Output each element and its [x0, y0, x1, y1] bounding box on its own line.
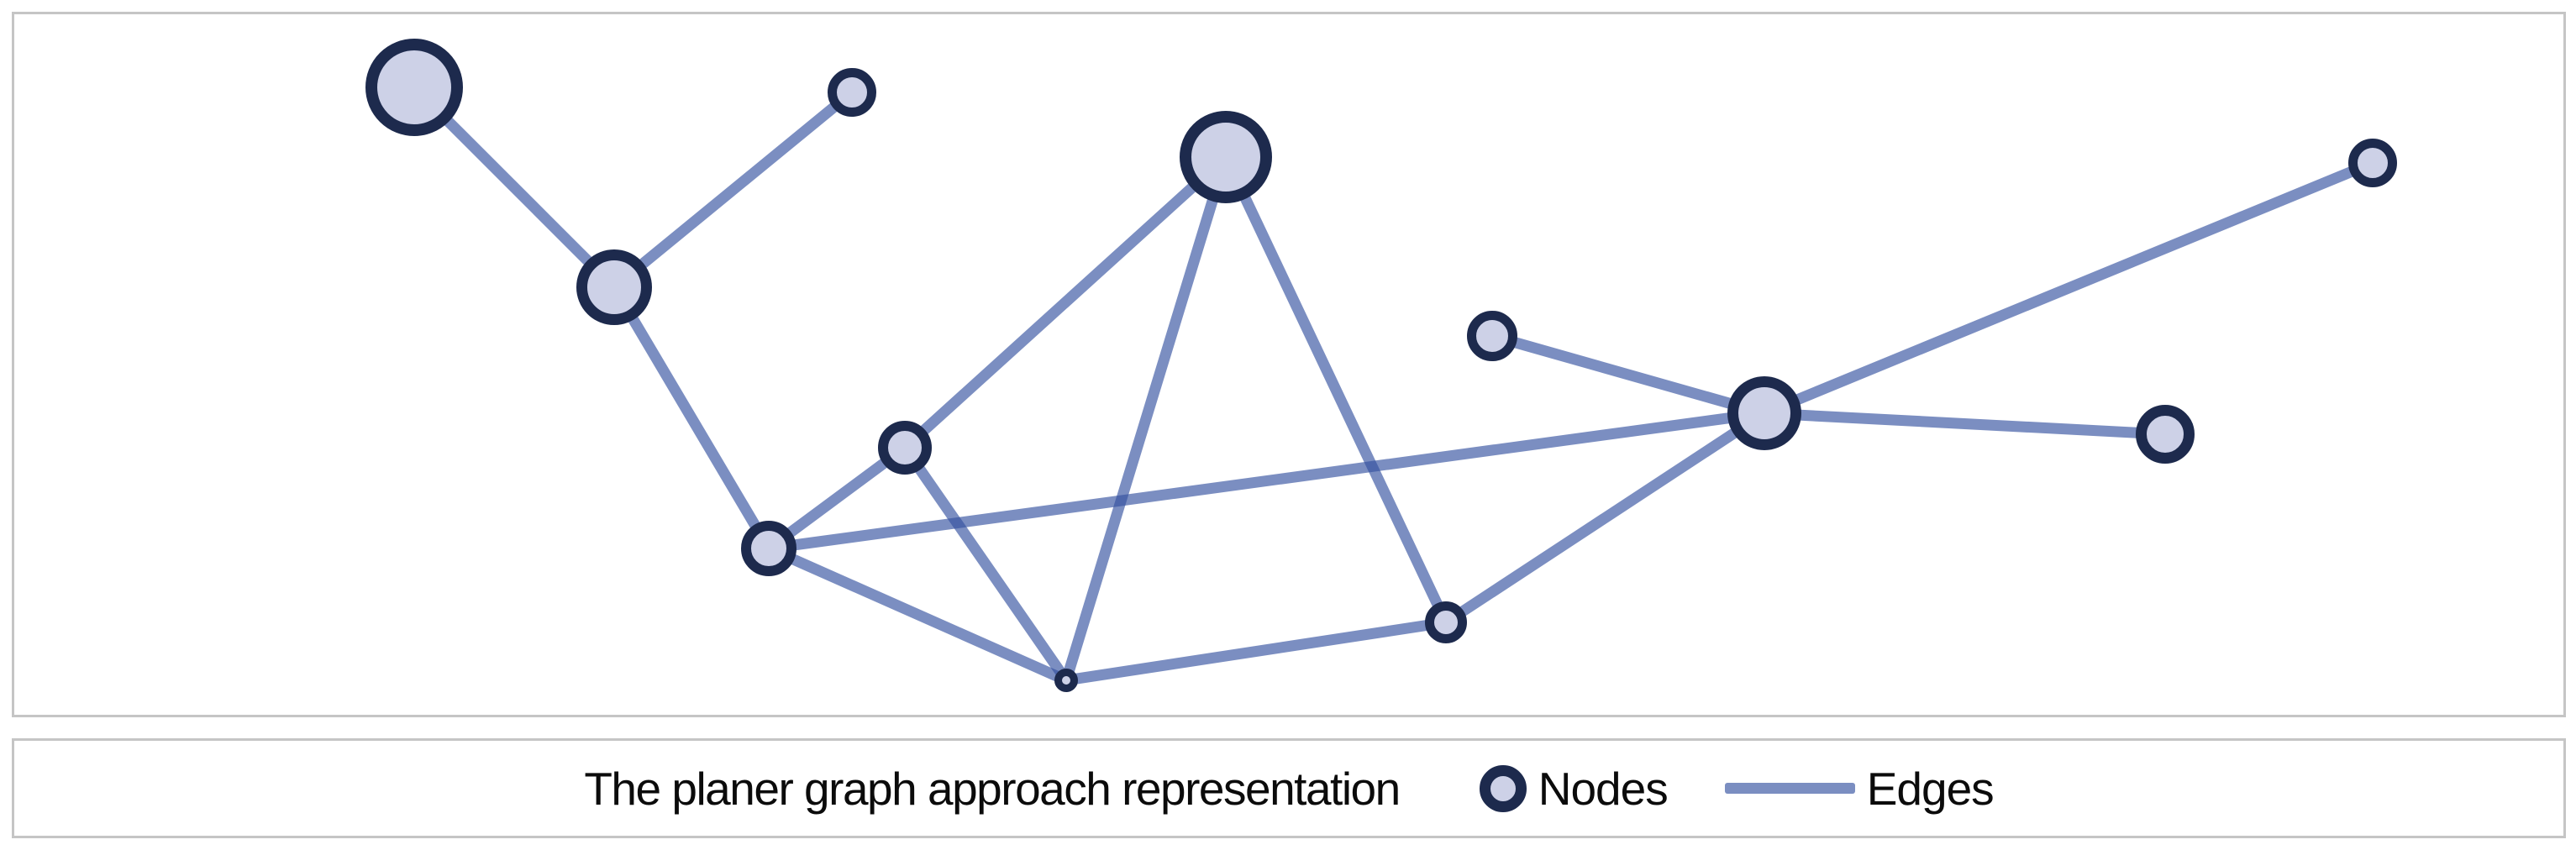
legend-edges-label: Edges — [1866, 762, 1995, 815]
graph-canvas-panel — [12, 12, 2566, 717]
legend-item-nodes: Nodes — [1479, 762, 1669, 816]
legend-nodes-label: Nodes — [1538, 762, 1669, 815]
node-marker-icon — [1479, 764, 1527, 812]
legend-item-edges: Edges — [1724, 762, 1995, 816]
edge-marker-icon — [1724, 783, 1855, 794]
caption-panel: The planer graph approach representation… — [12, 738, 2566, 838]
chart-title: The planer graph approach representation — [584, 762, 1401, 815]
